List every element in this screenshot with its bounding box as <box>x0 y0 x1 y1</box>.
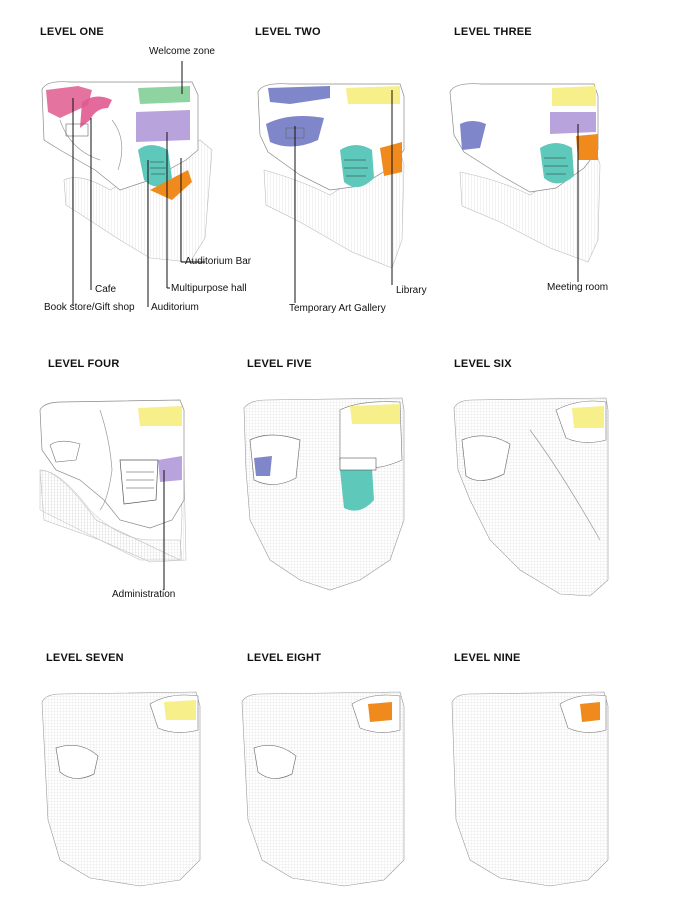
auditorium-zone <box>138 145 172 187</box>
label-auditorium-bar: Auditorium Bar <box>185 256 252 267</box>
library-zone-top <box>346 86 400 104</box>
level-five-auditorium-zone <box>340 468 374 511</box>
book-store-zone <box>46 86 92 118</box>
level-one-title: LEVEL ONE <box>40 26 104 38</box>
level-five-yellow-zone <box>350 404 400 424</box>
level-one-plan <box>41 81 213 263</box>
library-zone <box>380 142 402 176</box>
level-five-blue-zone <box>254 456 272 476</box>
level-eight-plan <box>241 691 405 887</box>
label-meeting-room: Meeting room <box>547 282 609 293</box>
label-cafe: Cafe <box>95 284 117 295</box>
welcome-zone-area <box>138 86 190 104</box>
level-four-title: LEVEL FOUR <box>48 358 120 370</box>
leader-lines <box>72 61 579 590</box>
level-six-title: LEVEL SIX <box>454 358 512 370</box>
administration-zone <box>158 456 182 482</box>
level-two-plan <box>257 83 405 269</box>
level-three-title: LEVEL THREE <box>454 26 532 38</box>
level-three-plan <box>449 83 601 263</box>
level-four-yellow-zone <box>138 406 182 426</box>
level-eight-orange-zone <box>368 702 392 722</box>
meeting-room-zone <box>550 112 596 134</box>
label-welcome-zone: Welcome zone <box>149 46 215 57</box>
level-four-plan <box>39 399 187 563</box>
multipurpose-hall-zone <box>136 110 190 142</box>
gallery-zone-top <box>268 86 330 104</box>
label-multipurpose-hall: Multipurpose hall <box>171 283 247 294</box>
label-temporary-art-gallery: Temporary Art Gallery <box>289 303 386 314</box>
label-administration: Administration <box>112 589 176 600</box>
level-eight-title: LEVEL EIGHT <box>247 652 322 664</box>
label-auditorium: Auditorium <box>151 302 199 313</box>
level-seven-yellow-zone <box>164 700 196 720</box>
level-nine-plan <box>451 691 609 887</box>
cafe-zone <box>80 96 112 128</box>
level-seven-plan <box>41 691 201 887</box>
level-five-plan <box>243 397 405 591</box>
label-library: Library <box>396 285 427 296</box>
level-nine-orange-zone <box>580 702 600 722</box>
level-three-orange-zone <box>576 134 598 160</box>
level-five-title: LEVEL FIVE <box>247 358 312 370</box>
level-two-title: LEVEL TWO <box>255 26 321 38</box>
level-seven-title: LEVEL SEVEN <box>46 652 124 664</box>
level-three-yellow-zone <box>552 86 596 106</box>
level-six-yellow-zone <box>572 406 604 428</box>
level-three-blue-zone <box>460 121 486 150</box>
level-six-plan <box>453 397 609 597</box>
level-nine-title: LEVEL NINE <box>454 652 521 664</box>
label-book-store: Book store/Gift shop <box>44 302 135 313</box>
